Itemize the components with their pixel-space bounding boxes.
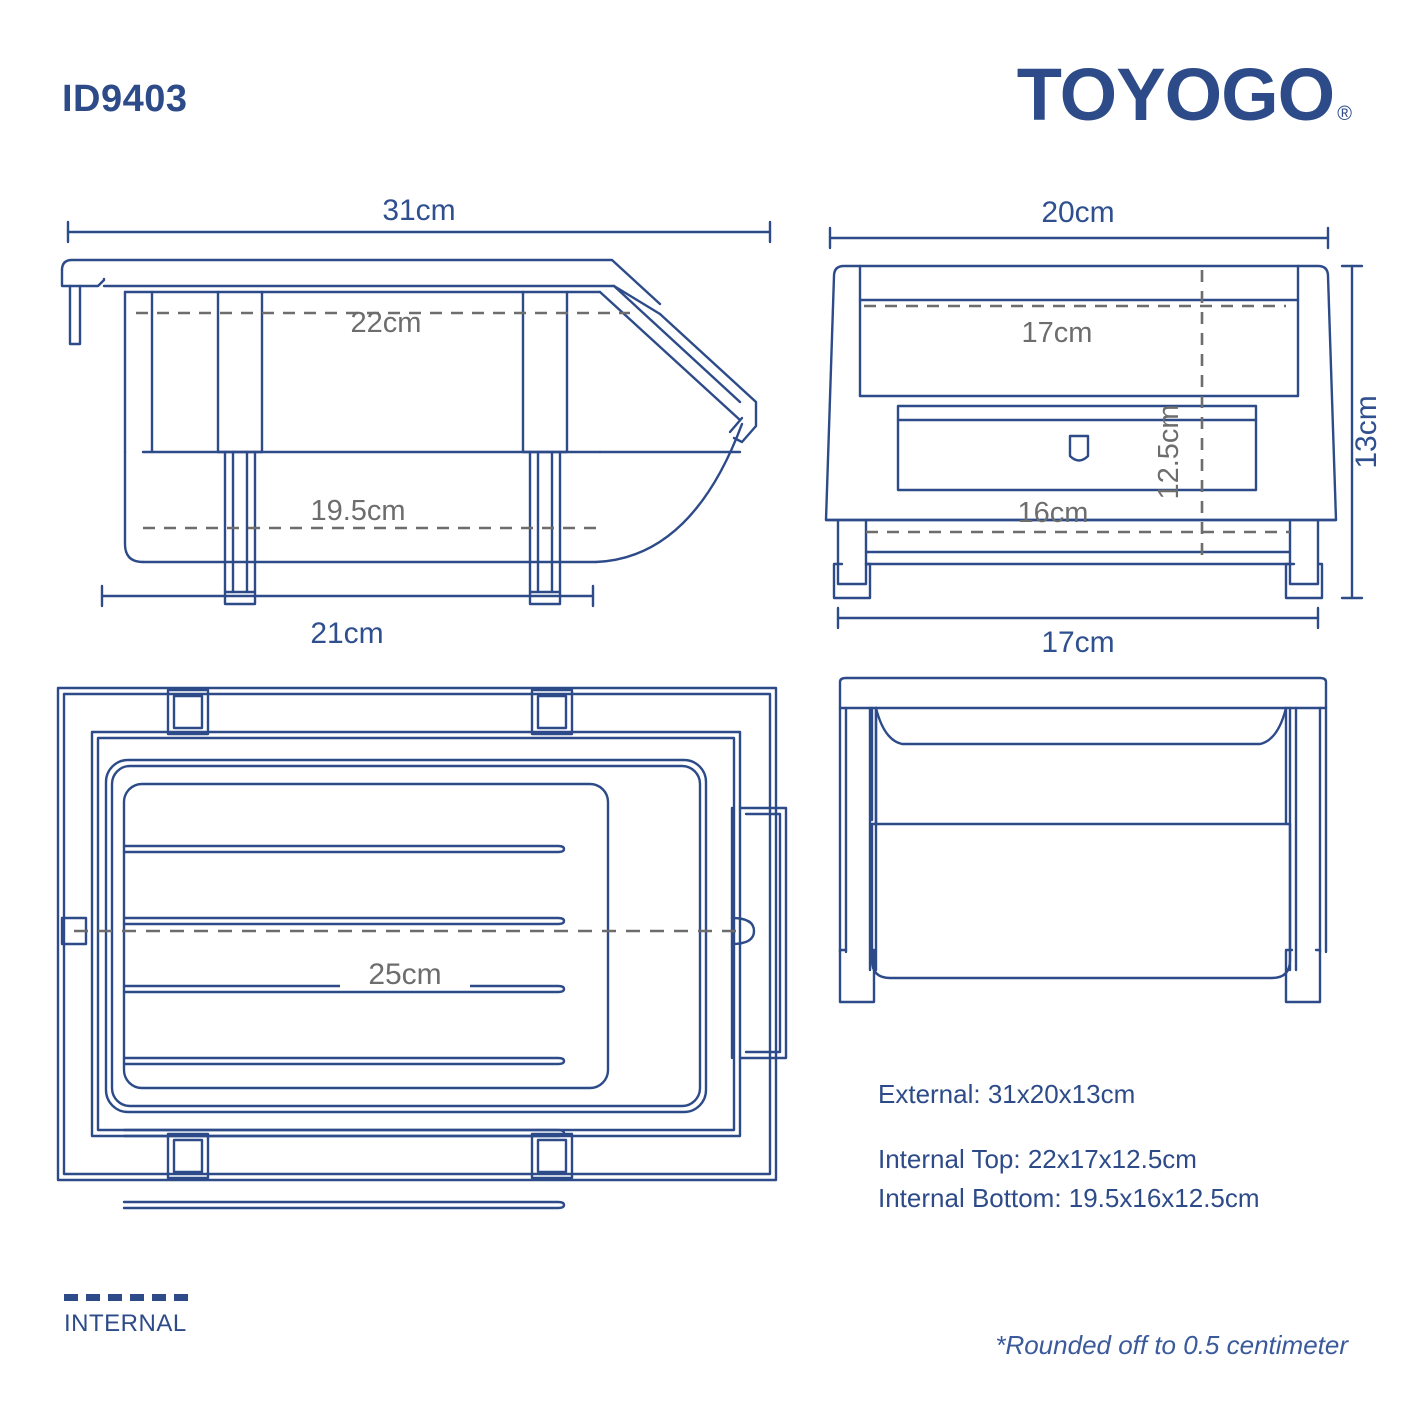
registered-trademark-icon: ® bbox=[1337, 103, 1352, 125]
label-end-internal-top: 17cm bbox=[1022, 317, 1093, 349]
label-side-top-width: 31cm bbox=[382, 194, 455, 227]
latch-notch-icon bbox=[1068, 434, 1090, 462]
footnote: *Rounded off to 0.5 centimeter bbox=[995, 1330, 1348, 1360]
spec-internal-bottom: Internal Bottom: 19.5x16x12.5cm bbox=[878, 1183, 1260, 1213]
label-end-bottom-width: 17cm bbox=[1041, 626, 1114, 659]
spec-external: External: 31x20x13cm bbox=[878, 1079, 1136, 1109]
top-view: 25cm bbox=[56, 686, 788, 1210]
side-view-leg-left bbox=[216, 290, 264, 606]
end-view-leg-left bbox=[832, 518, 872, 600]
side-view-leg-right bbox=[521, 290, 569, 606]
legend-label: INTERNAL bbox=[64, 1310, 187, 1337]
dimension-line-17cm-bottom bbox=[836, 606, 1320, 630]
side-view: 31cm 22cm 19.5cm 21cm bbox=[60, 194, 772, 650]
page-title: ID9403 bbox=[62, 78, 188, 120]
label-side-internal-top: 22cm bbox=[351, 307, 422, 339]
label-top-internal-length: 25cm bbox=[368, 958, 441, 991]
end-view: 20cm 17cm 12.5cm 16cm 13cm 17cm bbox=[824, 196, 1383, 659]
label-side-internal-bottom: 19.5cm bbox=[310, 495, 405, 527]
brand-logo: TOYOGO ® bbox=[1017, 58, 1352, 132]
dimension-line-20cm bbox=[828, 226, 1330, 250]
spec-internal-top: Internal Top: 22x17x12.5cm bbox=[878, 1144, 1197, 1174]
legend: INTERNAL bbox=[64, 1294, 188, 1338]
top-view-latch-tab bbox=[730, 916, 756, 946]
label-end-external-height: 13cm bbox=[1350, 395, 1383, 468]
label-end-internal-height: 12.5cm bbox=[1153, 404, 1185, 499]
dimension-line-21cm bbox=[100, 584, 595, 608]
dimension-line-13cm bbox=[1340, 264, 1364, 600]
specification-block: External: 31x20x13cm Internal Top: 22x17… bbox=[878, 1075, 1260, 1218]
end-view-leg-right bbox=[1284, 518, 1324, 600]
label-end-top-width: 20cm bbox=[1041, 196, 1114, 229]
dimension-line-31cm bbox=[66, 220, 772, 244]
label-end-internal-bottom: 16cm bbox=[1018, 497, 1089, 529]
brand-wordmark: TOYOGO bbox=[1016, 53, 1335, 136]
top-view-ribs bbox=[122, 844, 566, 1210]
top-view-corner-tabs bbox=[166, 688, 574, 1180]
label-side-bottom-width: 21cm bbox=[310, 617, 383, 650]
rear-view bbox=[838, 676, 1328, 1004]
legend-dashed-line-icon bbox=[64, 1294, 188, 1301]
